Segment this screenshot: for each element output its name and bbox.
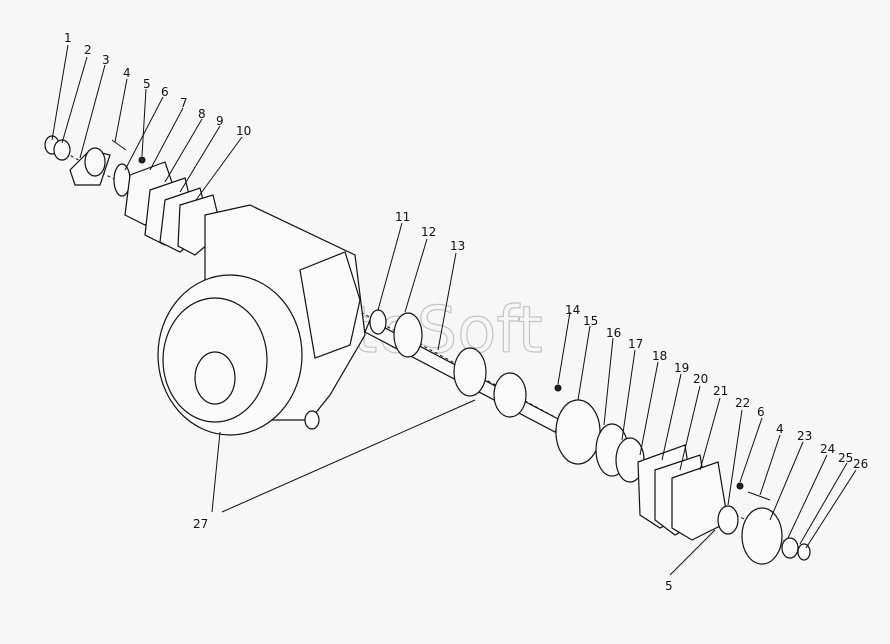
housing-side-cover [299,251,361,359]
label-18: 18 [652,349,667,363]
label-15: 15 [583,314,598,328]
ring-gear-hub [194,351,236,405]
label-6: 6 [161,85,169,99]
label-20: 20 [693,372,708,386]
part-14 [554,384,562,392]
part-4-bolt-right [747,491,771,501]
label-22: 22 [735,396,750,410]
label-21: 21 [713,384,728,398]
label-5: 5 [143,77,151,91]
label-2: 2 [84,43,92,57]
parts-group-right [554,384,811,565]
part-15-bearing [555,399,601,465]
label-9: 9 [216,114,224,128]
label-10: 10 [236,124,251,138]
label-7: 7 [180,96,188,110]
gearbox-housing [157,204,366,436]
label-25: 25 [838,451,853,465]
part-3-hub [84,147,106,177]
label-17: 17 [628,337,643,351]
pinion-shaft-group [364,309,561,433]
label-23: 23 [797,429,812,443]
part-21-seal [717,505,739,535]
label-4-right: 4 [776,422,784,436]
label-12: 12 [421,225,436,239]
part-6-right [736,482,744,490]
label-16: 16 [606,326,621,340]
part-5 [138,156,146,164]
shaft-gear-2 [493,372,527,418]
part-20-plate [671,461,729,541]
part-12-bearing [393,312,423,358]
part-11-nut [369,309,387,335]
leader-lines [51,44,857,576]
label-3: 3 [102,53,110,67]
label-27: 27 [193,517,208,531]
label-24: 24 [820,442,835,456]
label-4: 4 [123,66,131,80]
part-number-labels: 1 2 3 4 5 6 7 8 9 10 11 12 13 14 15 16 1… [64,31,868,593]
part-24-washer [781,537,799,559]
label-13: 13 [450,239,465,253]
part-23-flange [741,507,783,565]
label-11: 11 [395,210,410,224]
parts-group-left [44,135,223,256]
part-2 [53,139,71,161]
label-6-right: 6 [757,405,765,419]
housing-boss [304,410,320,430]
label-19: 19 [674,361,689,375]
part-13-gear [453,347,487,397]
label-14: 14 [565,303,580,317]
label-26: 26 [853,457,868,471]
label-8: 8 [198,107,206,121]
label-5-bottom: 5 [665,579,673,593]
part-4-bolt [111,139,127,151]
label-1: 1 [64,31,72,45]
part-26-nut [797,543,811,561]
